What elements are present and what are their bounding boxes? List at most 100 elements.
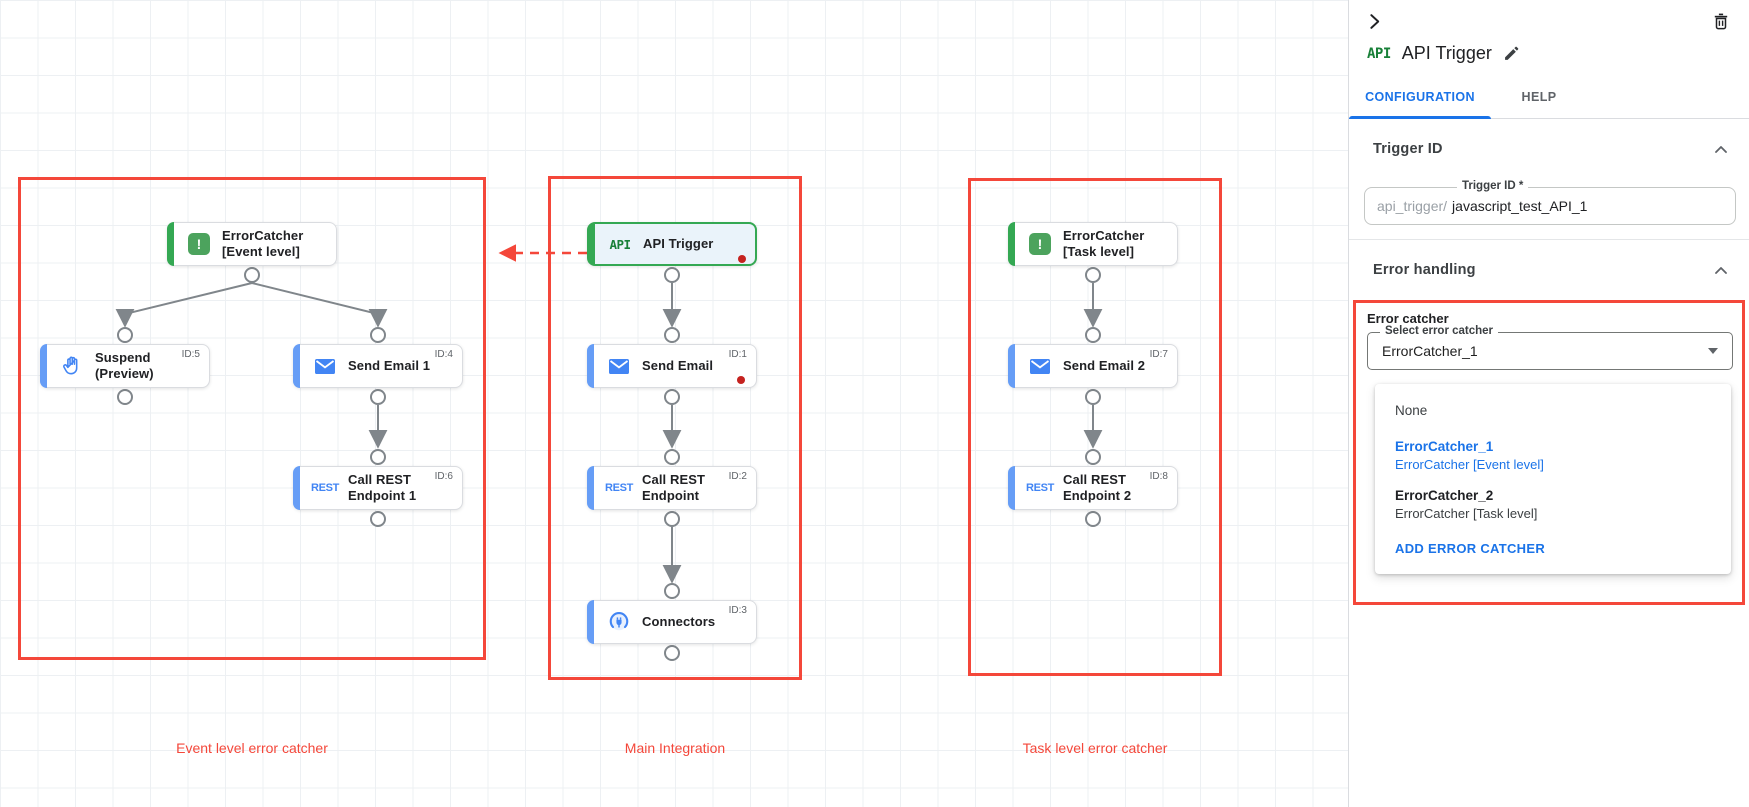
api-icon: API bbox=[609, 236, 631, 252]
menu-option-none[interactable]: None bbox=[1395, 403, 1428, 418]
node-title: Send Email bbox=[642, 358, 714, 373]
event-level-group-label: Event level error catcher bbox=[176, 740, 328, 756]
panel-title: API Trigger bbox=[1401, 43, 1492, 63]
node-color-bar bbox=[1008, 222, 1015, 266]
main-integration-group-label: Main Integration bbox=[624, 740, 726, 756]
error-catcher-icon: ! bbox=[1026, 233, 1054, 255]
node-title: ErrorCatcher[Task level] bbox=[1063, 228, 1145, 259]
chevron-up-icon[interactable] bbox=[1715, 145, 1727, 153]
task-level-group-outline bbox=[968, 178, 1222, 676]
trigger-id-value: javascript_test_API_1 bbox=[1452, 198, 1588, 214]
integration-canvas[interactable]: ! ErrorCatcher[Event level] Suspend(Prev… bbox=[0, 0, 1348, 807]
node-title: Send Email 2 bbox=[1063, 358, 1146, 373]
node-send-email-1[interactable]: Send Email 1 ID:4 bbox=[293, 344, 463, 388]
error-indicator-dot bbox=[738, 255, 746, 263]
hand-icon bbox=[58, 355, 86, 377]
node-color-bar bbox=[40, 344, 47, 388]
error-catcher-select-value: ErrorCatcher_1 bbox=[1382, 343, 1478, 359]
node-errorcatcher-event-level[interactable]: ! ErrorCatcher[Event level] bbox=[167, 222, 337, 266]
node-color-bar bbox=[1008, 344, 1015, 388]
chevron-right-icon bbox=[1370, 14, 1380, 29]
node-title: Connectors bbox=[642, 614, 716, 629]
task-level-group-label: Task level error catcher bbox=[1022, 740, 1168, 756]
rest-icon: REST bbox=[1025, 482, 1055, 494]
trigger-id-prefix: api_trigger/ bbox=[1377, 198, 1448, 214]
option-description: ErrorCatcher [Task level] bbox=[1395, 506, 1538, 521]
menu-option-errorcatcher-2[interactable]: ErrorCatcher_2 ErrorCatcher [Task level] bbox=[1375, 480, 1731, 529]
node-send-email[interactable]: Send Email ID:1 bbox=[587, 344, 757, 388]
trigger-id-heading: Trigger ID bbox=[1373, 141, 1443, 157]
node-api-trigger[interactable]: API API Trigger bbox=[587, 222, 757, 266]
trigger-id-field[interactable]: Trigger ID * api_trigger/ javascript_tes… bbox=[1364, 180, 1736, 225]
node-title: Send Email 1 bbox=[348, 358, 431, 373]
node-color-bar bbox=[587, 466, 594, 510]
error-handling-heading: Error handling bbox=[1373, 262, 1476, 278]
option-name: ErrorCatcher_1 bbox=[1395, 439, 1494, 454]
task-id-badge: ID:7 bbox=[1149, 349, 1168, 360]
dropdown-caret-icon bbox=[1708, 348, 1718, 354]
node-title: Suspend(Preview) bbox=[95, 350, 154, 381]
node-connectors[interactable]: Connectors ID:3 bbox=[587, 600, 757, 644]
panel-tabs: CONFIGURATION HELP bbox=[1349, 77, 1749, 119]
error-catcher-icon: ! bbox=[185, 233, 213, 255]
mail-icon bbox=[1026, 358, 1054, 375]
panel-title-row: API API Trigger bbox=[1349, 30, 1749, 77]
task-id-badge: ID:2 bbox=[728, 471, 747, 482]
panel-toolbar bbox=[1349, 0, 1749, 30]
menu-option-errorcatcher-1[interactable]: ErrorCatcher_1 ErrorCatcher [Event level… bbox=[1375, 431, 1731, 480]
error-indicator-dot bbox=[737, 376, 745, 384]
node-color-bar bbox=[167, 222, 174, 266]
task-id-badge: ID:1 bbox=[728, 349, 747, 360]
pencil-icon bbox=[1504, 46, 1519, 60]
trigger-id-section-header: Trigger ID bbox=[1349, 119, 1749, 157]
node-color-bar bbox=[588, 223, 595, 265]
node-title: ErrorCatcher[Event level] bbox=[222, 228, 304, 259]
node-color-bar bbox=[293, 344, 300, 388]
rest-icon: REST bbox=[604, 482, 634, 494]
task-id-badge: ID:8 bbox=[1149, 471, 1168, 482]
node-color-bar bbox=[587, 600, 594, 644]
node-send-email-2[interactable]: Send Email 2 ID:7 bbox=[1008, 344, 1178, 388]
main-integration-group-outline bbox=[548, 176, 802, 680]
section-divider bbox=[1349, 239, 1749, 240]
task-id-badge: ID:4 bbox=[434, 349, 453, 360]
error-catcher-select-label: Select error catcher bbox=[1380, 325, 1499, 337]
mail-icon bbox=[311, 358, 339, 375]
edit-title-button[interactable] bbox=[1503, 45, 1520, 62]
trigger-id-field-label: Trigger ID * bbox=[1457, 180, 1529, 192]
tab-configuration[interactable]: CONFIGURATION bbox=[1349, 77, 1491, 119]
delete-trigger-button[interactable] bbox=[1713, 13, 1729, 30]
error-catcher-menu: None ErrorCatcher_1 ErrorCatcher [Event … bbox=[1375, 384, 1731, 574]
panel-collapse-button[interactable] bbox=[1366, 13, 1383, 30]
option-name: ErrorCatcher_2 bbox=[1395, 488, 1494, 503]
config-panel: API API Trigger CONFIGURATION HELP Trigg… bbox=[1348, 0, 1749, 807]
connectors-icon bbox=[605, 611, 633, 633]
option-description: ErrorCatcher [Event level] bbox=[1395, 457, 1544, 472]
error-catcher-highlight-outline: Error catcher Select error catcher Error… bbox=[1353, 300, 1745, 605]
node-color-bar bbox=[1008, 466, 1015, 510]
node-color-bar bbox=[587, 344, 594, 388]
event-level-group-outline bbox=[18, 177, 486, 660]
error-catcher-select[interactable]: Select error catcher ErrorCatcher_1 bbox=[1367, 325, 1733, 370]
mail-icon bbox=[605, 358, 633, 375]
node-title: API Trigger bbox=[643, 236, 714, 251]
trash-icon bbox=[1714, 13, 1728, 30]
node-color-bar bbox=[293, 466, 300, 510]
node-errorcatcher-task-level[interactable]: ! ErrorCatcher[Task level] bbox=[1008, 222, 1178, 266]
chevron-up-icon[interactable] bbox=[1715, 266, 1727, 274]
rest-icon: REST bbox=[310, 482, 340, 494]
task-id-badge: ID:5 bbox=[181, 349, 200, 360]
add-error-catcher-button[interactable]: ADD ERROR CATCHER bbox=[1375, 529, 1565, 574]
tab-help[interactable]: HELP bbox=[1521, 90, 1557, 104]
error-handling-section-header: Error handling bbox=[1349, 240, 1749, 278]
error-catcher-group-label: Error catcher bbox=[1367, 311, 1449, 326]
node-suspend[interactable]: Suspend(Preview) ID:5 bbox=[40, 344, 210, 388]
task-id-badge: ID:6 bbox=[434, 471, 453, 482]
